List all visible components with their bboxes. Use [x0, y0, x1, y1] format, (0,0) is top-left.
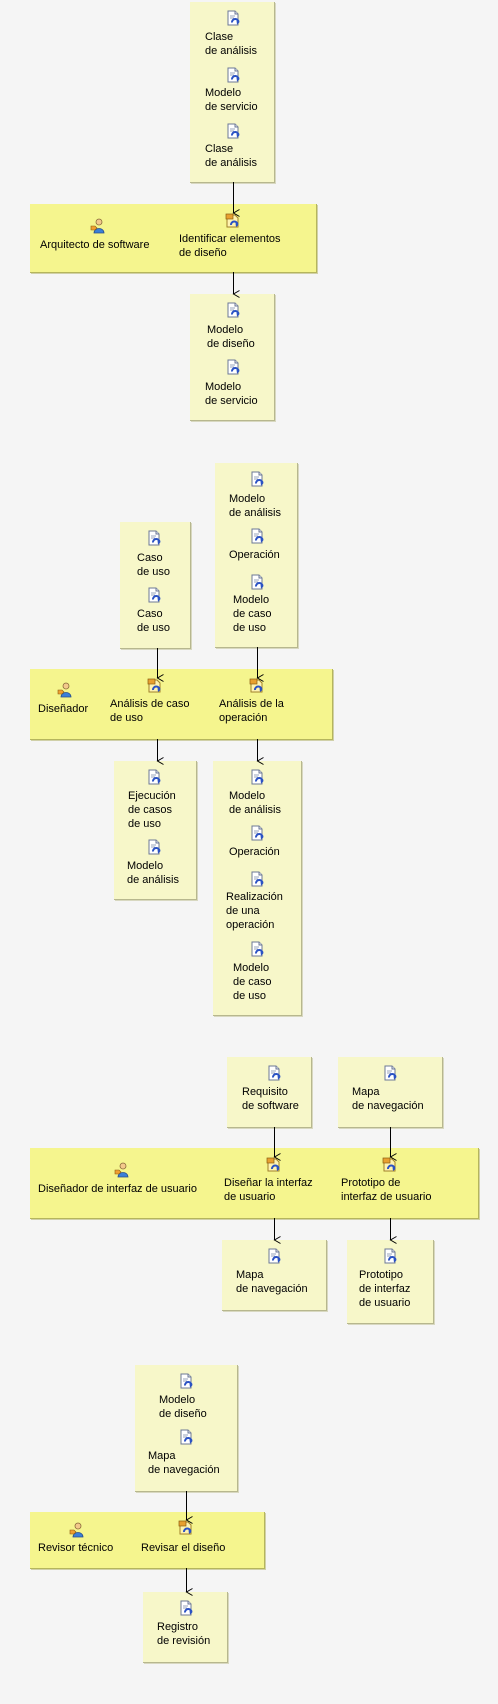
d3-task-2-label[interactable]: Prototipo de interfaz de usuario [341, 1177, 432, 1203]
d3-t2-output-1: Prototipo de interfaz de usuario [359, 1269, 411, 1309]
d1-input-2: Modelo de servicio [205, 87, 258, 113]
d3-task-1-label[interactable]: Diseñar la interfaz de usuario [224, 1177, 313, 1203]
d4-role-band [30, 1512, 265, 1569]
d3-t1-input-1: Requisito de software [242, 1086, 299, 1112]
d4-task-label[interactable]: Revisar el diseño [141, 1542, 226, 1554]
d1-task-label[interactable]: Identificar elementos de diseño [179, 233, 281, 259]
d3-t2-input-1: Mapa de navegación [352, 1086, 424, 1112]
d4-input-1: Modelo de diseño [159, 1394, 207, 1420]
d2-task-1-label[interactable]: Análisis de caso de uso [110, 698, 190, 724]
d1-output-1: Modelo de diseño [207, 324, 255, 350]
d2-t2-input-2: Operación [229, 549, 280, 561]
d4-role-label: Revisor técnico [38, 1542, 114, 1554]
d2-t1-output-1: Ejecución de casos de uso [128, 790, 176, 830]
d1-role-band [30, 204, 317, 273]
d2-t2-output-4: Modelo de caso de uso [233, 962, 272, 1002]
d2-t2-input-1: Modelo de análisis [229, 493, 281, 519]
d2-task-2-label[interactable]: Análisis de la operación [219, 698, 284, 724]
d3-t1-output-1: Mapa de navegación [236, 1269, 308, 1295]
d2-role-label: Diseñador [38, 703, 89, 715]
d2-t1-input-1: Caso de uso [137, 552, 171, 578]
d2-t1-output-2: Modelo de análisis [127, 860, 179, 886]
d1-output-2: Modelo de servicio [205, 381, 258, 407]
d2-t2-output-3: Realización de una operación [226, 891, 283, 931]
d1-input-1: Clase de análisis [205, 31, 257, 57]
d2-t1-input-2: Caso de uso [137, 608, 171, 634]
d2-output-box-right [213, 761, 302, 1016]
d1-input-box [190, 2, 275, 183]
d2-t2-output-2: Operación [229, 846, 280, 858]
d2-input-box-right [215, 463, 298, 648]
d1-input-3: Clase de análisis [205, 143, 257, 169]
d4-input-2: Mapa de navegación [148, 1450, 220, 1476]
d4-output-1: Registro de revisión [157, 1621, 211, 1647]
d2-t2-input-3: Modelo de caso de uso [233, 594, 272, 634]
d2-t2-output-1: Modelo de análisis [229, 790, 281, 816]
d3-role-band [30, 1148, 479, 1219]
d3-role-label: Diseñador de interfaz de usuario [38, 1183, 197, 1195]
d2-role-band [30, 669, 333, 740]
d1-role-label: Arquitecto de software [40, 239, 150, 251]
